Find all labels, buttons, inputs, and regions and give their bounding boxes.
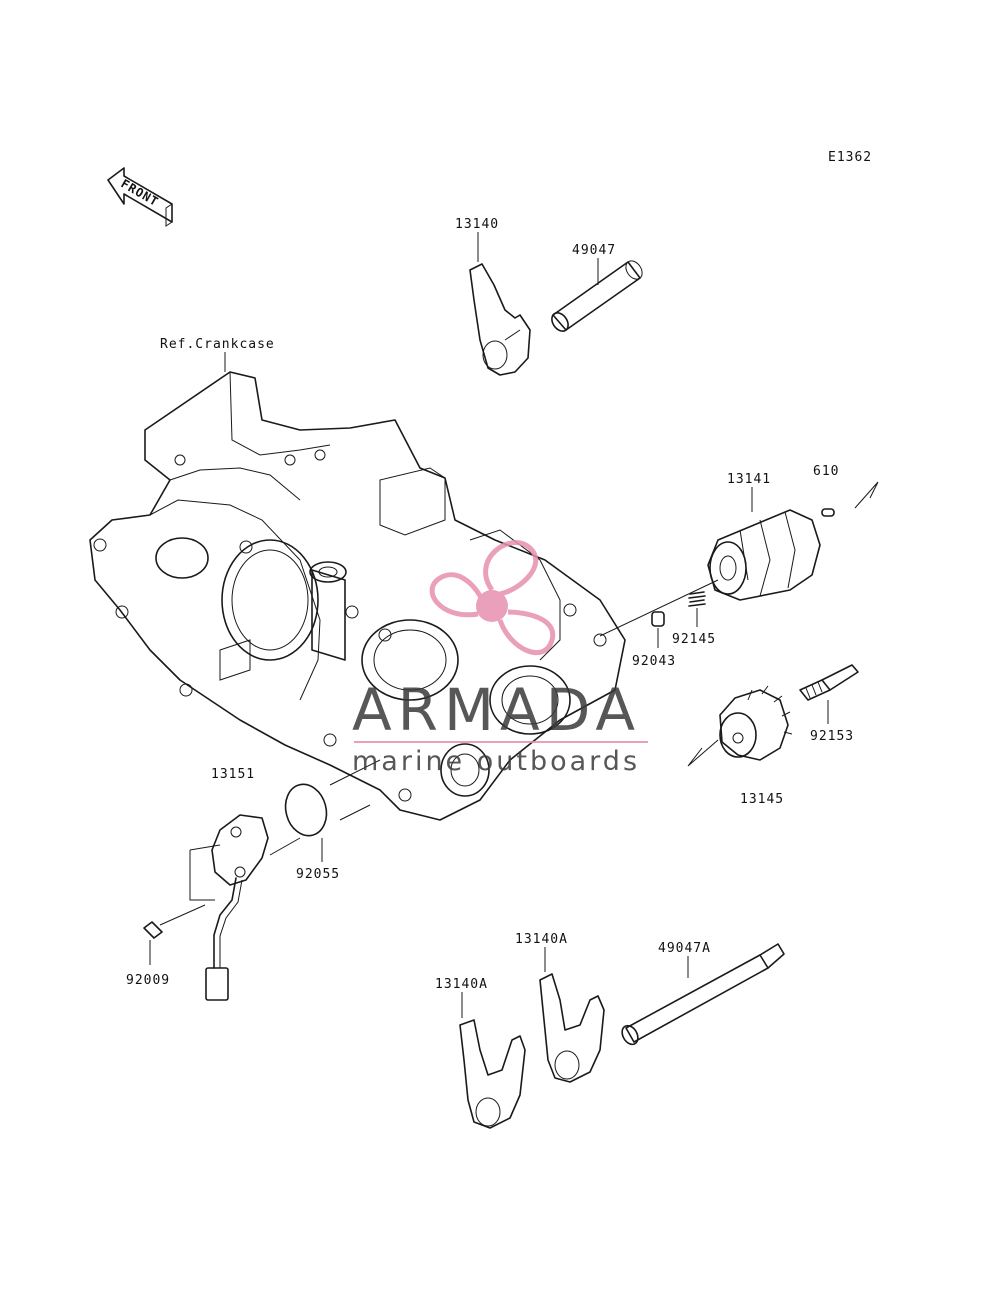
- front-arrow-icon: FRONT: [107, 167, 173, 227]
- shift-rod-49047A: [621, 943, 785, 1046]
- shift-fork-13140A-top: [539, 973, 605, 1083]
- screw-92009: [143, 904, 206, 965]
- bolt-92153: [799, 664, 859, 701]
- o-ring-92055: [284, 783, 328, 837]
- shift-rod-49047: [551, 260, 643, 332]
- neutral-switch-13151: [189, 814, 269, 1001]
- watermark-brand: ARMADA: [352, 676, 641, 744]
- label-610: 610: [813, 464, 839, 479]
- label-92055: 92055: [296, 867, 340, 882]
- watermark-tagline: marine outboards: [352, 746, 640, 777]
- label-13141: 13141: [727, 472, 771, 487]
- label-13151: 13151: [211, 767, 255, 782]
- label-92153: 92153: [810, 729, 854, 744]
- shift-drum-13141: [707, 509, 821, 601]
- shift-fork-13140: [469, 263, 531, 376]
- diagram-code: E1362: [828, 150, 872, 165]
- label-92145: 92145: [672, 632, 716, 647]
- label-13140A-top: 13140A: [515, 932, 568, 947]
- label-49047A: 49047A: [658, 941, 711, 956]
- cam-gear-13145: [687, 685, 793, 767]
- front-arrow-label: FRONT: [119, 176, 162, 209]
- pin-92043: [651, 611, 665, 627]
- spring-92145: [688, 591, 706, 607]
- label-13140: 13140: [455, 217, 499, 232]
- label-49047: 49047: [572, 243, 616, 258]
- crankcase-drawing: [89, 371, 626, 821]
- shift-fork-13140A-left: [459, 1019, 526, 1129]
- label-13145: 13145: [740, 792, 784, 807]
- reference-label: Ref.Crankcase: [160, 337, 275, 352]
- label-92009: 92009: [126, 973, 170, 988]
- propeller-icon: [429, 540, 556, 655]
- part-610-pin: [821, 481, 879, 517]
- label-13140A-left: 13140A: [435, 977, 488, 992]
- label-92043: 92043: [632, 654, 676, 669]
- watermark-logo: ARMADA marine outboards: [352, 540, 648, 777]
